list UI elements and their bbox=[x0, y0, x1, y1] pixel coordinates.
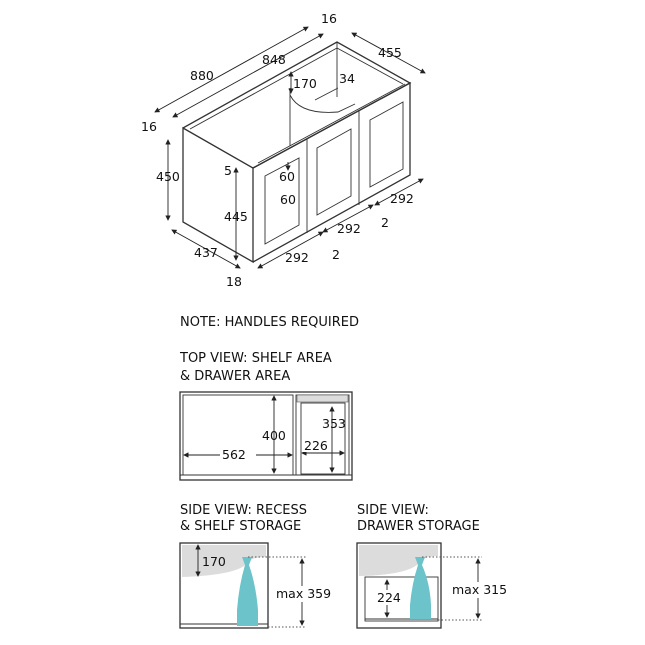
top-view-diagram: 562 400 353 226 bbox=[179, 391, 353, 481]
dim-450: 450 bbox=[156, 169, 180, 184]
dim-437: 437 bbox=[194, 245, 218, 260]
dim-5: 5 bbox=[224, 163, 232, 178]
dim-353: 353 bbox=[322, 416, 346, 431]
dim-170: 170 bbox=[293, 76, 317, 91]
dim-60-top: 60 bbox=[279, 169, 295, 184]
dim-292-door2: 292 bbox=[337, 221, 361, 236]
door-3-panel bbox=[369, 101, 404, 188]
max-359: max 359 bbox=[276, 586, 331, 601]
side-drawer-diagram: 224 max 315 bbox=[356, 542, 507, 629]
side-drawer-title-1: SIDE VIEW: bbox=[357, 503, 429, 518]
dim-292-door3: 292 bbox=[390, 191, 414, 206]
dim-400: 400 bbox=[262, 428, 286, 443]
dim-2-gap2: 2 bbox=[381, 215, 389, 230]
isometric-cabinet bbox=[182, 41, 412, 264]
dim-292-door1: 292 bbox=[285, 250, 309, 265]
dim-562: 562 bbox=[222, 447, 246, 462]
max-315: max 315 bbox=[452, 582, 507, 597]
bottle-icon bbox=[237, 557, 258, 626]
bottle-icon bbox=[410, 557, 431, 619]
handles-note: NOTE: HANDLES REQUIRED bbox=[180, 315, 359, 330]
iso-dimension-labels: 880 848 16 455 170 34 16 450 5 60 60 445… bbox=[141, 11, 414, 289]
dim-18: 18 bbox=[226, 274, 242, 289]
dim-455: 455 bbox=[378, 45, 402, 60]
side-recess-title-2: & SHELF STORAGE bbox=[180, 519, 301, 534]
dim-2-gap1: 2 bbox=[332, 247, 340, 262]
door-2-panel bbox=[316, 128, 352, 216]
dim-60-side: 60 bbox=[280, 192, 296, 207]
side-drawer-title-2: DRAWER STORAGE bbox=[357, 519, 480, 534]
front-face bbox=[252, 81, 411, 263]
top-view-title-1: TOP VIEW: SHELF AREA bbox=[179, 351, 332, 366]
side-recess-diagram: 170 max 359 bbox=[179, 542, 331, 629]
dim-224: 224 bbox=[377, 590, 401, 605]
top-outline bbox=[182, 41, 412, 169]
dim-445: 445 bbox=[224, 209, 248, 224]
dim-880: 880 bbox=[190, 68, 214, 83]
side-recess-title-1: SIDE VIEW: RECESS bbox=[180, 503, 307, 518]
dim-848: 848 bbox=[262, 52, 286, 67]
dim-16-left: 16 bbox=[141, 119, 157, 134]
dim-170-recess: 170 bbox=[202, 554, 226, 569]
top-view-title-2: & DRAWER AREA bbox=[180, 369, 290, 384]
dim-226: 226 bbox=[304, 438, 328, 453]
dim-16-top: 16 bbox=[321, 11, 337, 26]
dim-34: 34 bbox=[339, 71, 355, 86]
iso-dimension-lines bbox=[154, 26, 426, 269]
